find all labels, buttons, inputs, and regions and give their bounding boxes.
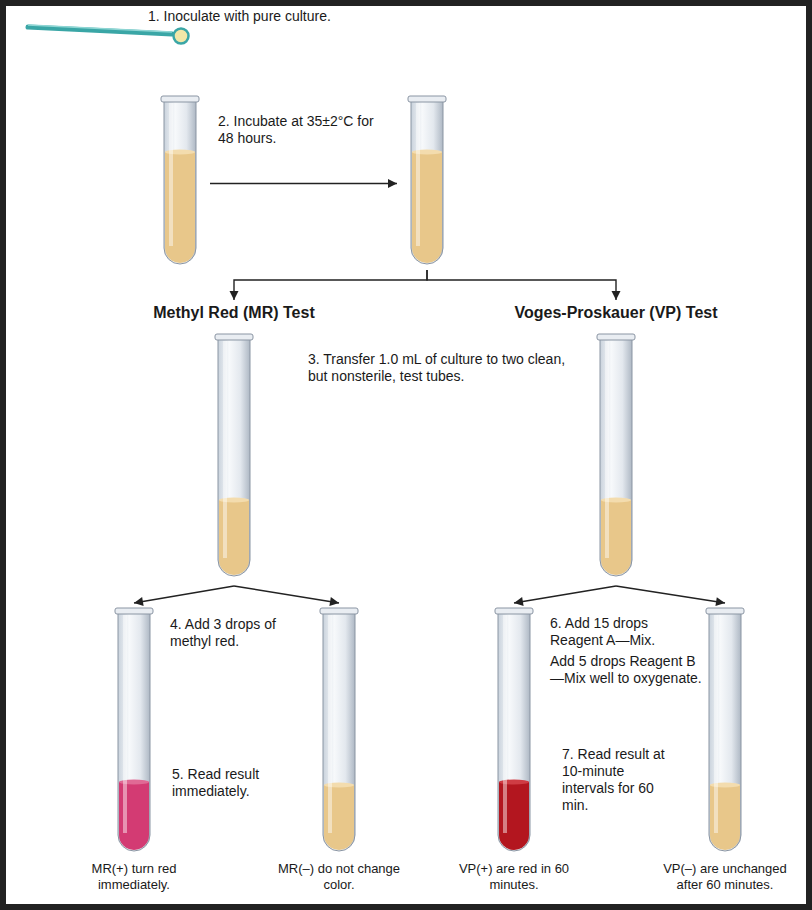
arrowhead: [388, 179, 397, 188]
glass-shine: [605, 341, 609, 558]
arrowhead: [514, 597, 524, 606]
step-label: 3. Transfer 1.0 mL of culture to two cle…: [306, 350, 578, 386]
test-tube: [319, 607, 359, 855]
inoculating-loop: [174, 29, 189, 44]
test-tube: [596, 333, 636, 580]
arrow-line: [427, 270, 616, 300]
tube-glass: [411, 101, 443, 264]
glass-shine: [123, 615, 127, 833]
result-caption: MR(+) turn red immediately.: [59, 861, 209, 893]
step-label: 7. Read result at 10-minute intervals fo…: [560, 745, 682, 815]
tube-glass: [709, 613, 741, 851]
handle-highlight: [28, 25, 172, 32]
step-label: 5. Read result immediately.: [170, 765, 306, 801]
test-heading: Methyl Red (MR) Test: [134, 303, 334, 323]
tube-glass: [323, 613, 355, 851]
glass-shine: [223, 341, 227, 558]
tube-rim: [408, 96, 446, 102]
arrow-line: [210, 183, 397, 184]
arrowhead: [329, 597, 339, 606]
glass-shine: [714, 615, 718, 833]
glass-shine: [328, 615, 332, 833]
step-label: 2. Incubate at 35±2°C for 48 hours.: [216, 112, 390, 148]
tube-rim: [597, 334, 635, 340]
test-tube: [214, 333, 254, 580]
step-label: Add 5 drops Reagent B—Mix well to oxygen…: [548, 652, 704, 688]
frame: [3, 3, 809, 907]
test-tube-node: 1. Inoculate with pure culture.: [160, 95, 200, 268]
glass-shine: [169, 103, 173, 246]
tube-drawing: [214, 333, 254, 580]
tube-drawing: [494, 607, 534, 855]
arrowhead: [230, 291, 239, 300]
step-label: 6. Add 15 drops Reagent A—Mix.: [548, 614, 704, 650]
arrow-line: [616, 586, 725, 603]
arrow-line: [234, 270, 427, 300]
test-heading: Voges-Proskauer (VP) Test: [501, 303, 731, 323]
glass-shine: [416, 103, 420, 246]
arrow-line: [514, 586, 616, 603]
tube-rim: [161, 96, 199, 102]
tube-glass: [218, 339, 250, 576]
step-label: 4. Add 3 drops of methyl red.: [168, 615, 312, 651]
tube-glass: [164, 101, 196, 264]
arrowhead: [134, 597, 144, 606]
tube-glass: [498, 613, 530, 851]
tube-rim: [706, 608, 744, 614]
tube-rim: [320, 608, 358, 614]
tube-drawing: [705, 607, 745, 855]
flow-arrow: [230, 270, 428, 300]
tube-glass: [600, 339, 632, 576]
tube-drawing: [596, 333, 636, 580]
test-tube: [160, 95, 200, 268]
test-tube: [114, 607, 154, 855]
tube-rim: [495, 608, 533, 614]
result-caption: MR(–) do not change color.: [264, 861, 414, 893]
step-label: 1. Inoculate with pure culture.: [148, 8, 331, 25]
test-tube: [407, 95, 447, 268]
test-tube: [494, 607, 534, 855]
test-tube-node: Voges-Proskauer (VP) Test: [501, 303, 731, 580]
flow-arrow: [134, 586, 234, 606]
tube-drawing: [114, 607, 154, 855]
tube-drawing: [407, 95, 447, 268]
tube-glass: [118, 613, 150, 851]
flow-arrow: [234, 586, 339, 606]
test-tube-node: Methyl Red (MR) Test: [134, 303, 334, 580]
test-tube: [705, 607, 745, 855]
flow-arrow: [616, 586, 725, 606]
tube-rim: [215, 334, 253, 340]
arrow-line: [134, 586, 234, 603]
glass-shine: [503, 615, 507, 833]
flow-arrow: [514, 586, 616, 606]
flow-arrow: [210, 179, 397, 188]
test-tube-node: [407, 95, 447, 268]
flow-arrow: [427, 270, 621, 300]
arrowhead: [612, 291, 621, 300]
tube-rim: [115, 608, 153, 614]
result-caption: VP(+) are red in 60 minutes.: [439, 861, 589, 893]
arrowhead: [715, 597, 725, 606]
tube-drawing: [319, 607, 359, 855]
arrow-line: [234, 586, 339, 603]
tube-drawing: [160, 95, 200, 268]
result-caption: VP(–) are unchanged after 60 minutes.: [650, 861, 800, 893]
